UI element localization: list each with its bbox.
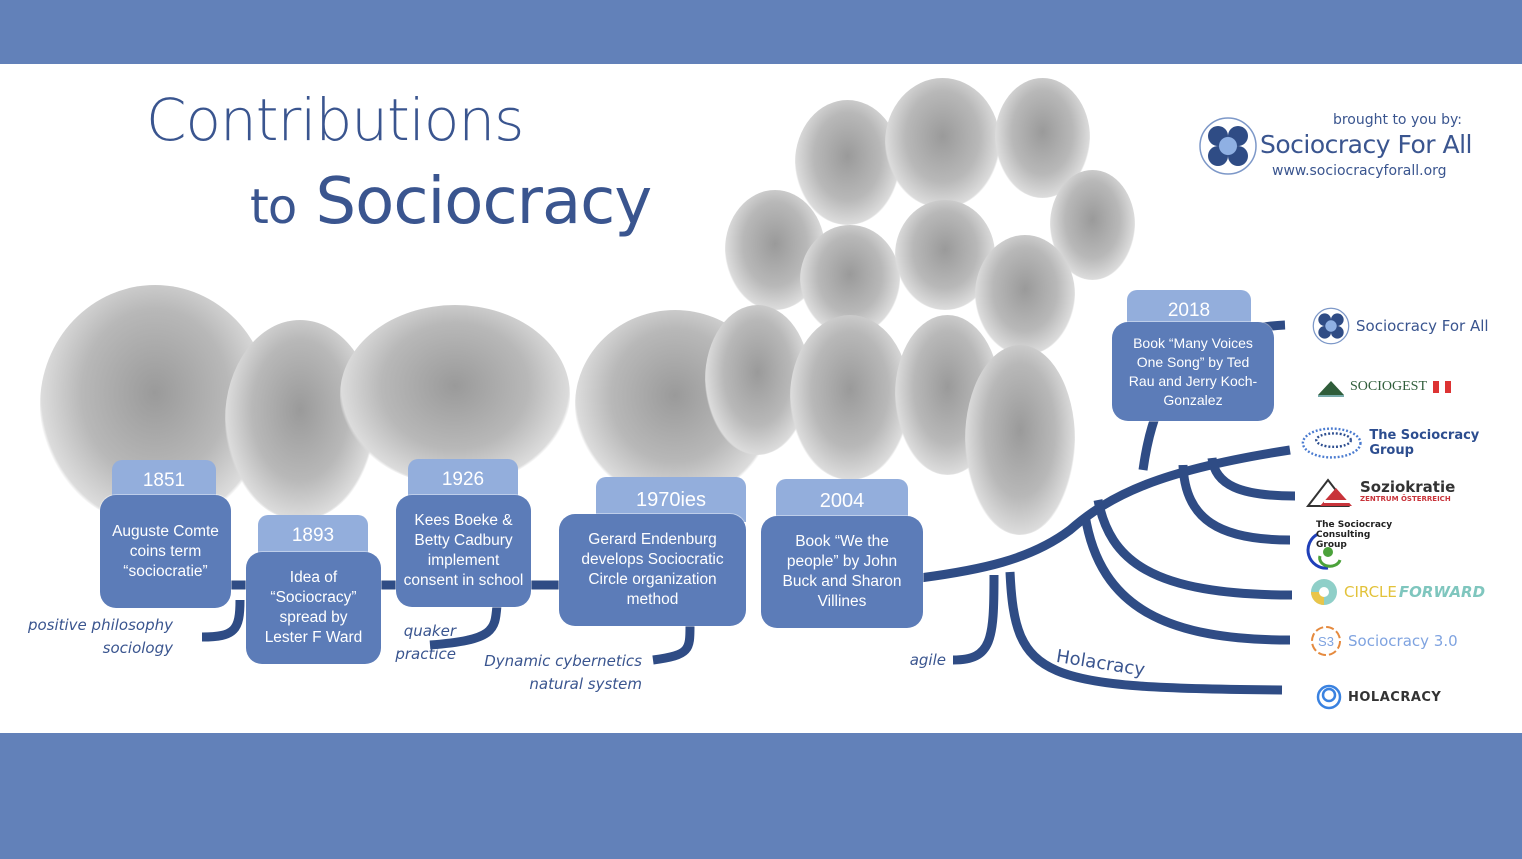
- holacracy-logo-icon: [1316, 684, 1342, 710]
- org-name: Soziokratie: [1360, 478, 1456, 496]
- event-box-1926: Kees Boeke & Betty Cadbury implement con…: [396, 495, 531, 607]
- event-box-1851: Auguste Comte coins term “sociocratie”: [100, 495, 231, 608]
- svg-text:S3: S3: [1318, 634, 1334, 649]
- influence-label-1926: quaker practice: [380, 620, 456, 666]
- event-text-2018: Book “Many Voices One Song” by Ted Rau a…: [1128, 334, 1258, 408]
- org-soziokratie-zentrum[interactable]: Soziokratie ZENTRUM ÖSTERREICH: [1306, 476, 1455, 510]
- influence-practice: practice: [395, 645, 456, 663]
- org-name: HOLACRACY: [1348, 689, 1442, 705]
- top-band: [0, 0, 1522, 64]
- org-name-2: FORWARD: [1398, 583, 1486, 601]
- event-box-2004: Book “We the people” by John Buck and Sh…: [761, 516, 923, 628]
- portrait-boeke-cadbury: [340, 305, 570, 485]
- org-sociocracy-for-all[interactable]: Sociocracy For All: [1312, 307, 1489, 345]
- org-sociogest[interactable]: SOCIOGEST: [1318, 377, 1452, 397]
- title-prefix: to: [250, 179, 297, 235]
- circle-forward-logo-icon: [1311, 579, 1337, 605]
- brand-block: brought to you by: Sociocracy For All ww…: [1196, 110, 1476, 190]
- soziokratie-logo-icon: [1306, 478, 1352, 507]
- portrait-8: [975, 235, 1075, 355]
- brand-url[interactable]: www.sociocracyforall.org: [1272, 163, 1447, 179]
- influence-quaker: quaker: [403, 622, 456, 640]
- consulting-group-logo-icon: [1306, 532, 1342, 570]
- page-title-line1: Contributions: [146, 86, 524, 154]
- title-main: Sociocracy: [315, 165, 653, 239]
- org-name: The Sociocracy Consulting Group: [1316, 520, 1393, 550]
- influence-natural-system: natural system: [529, 675, 642, 693]
- event-text-1851: Auguste Comte coins term “sociocratie”: [112, 522, 219, 580]
- event-box-1893: Idea of “Sociocracy” spread by Lester F …: [246, 552, 381, 664]
- event-text-1926: Kees Boeke & Betty Cadbury implement con…: [403, 512, 524, 589]
- influence-label-1970ies: Dynamic cybernetics natural system: [470, 650, 642, 696]
- page-title-line2: to Sociocracy: [250, 165, 653, 239]
- flower-circle-icon: [1199, 117, 1257, 175]
- influence-label-1851: positive philosophy sociology: [10, 614, 173, 660]
- org-sociocracy-consulting-group[interactable]: The Sociocracy Consulting Group: [1306, 520, 1432, 570]
- brought-by-label: brought to you by:: [1332, 112, 1462, 128]
- org-name: SOCIOGEST: [1350, 379, 1428, 394]
- org-name: Sociocracy 3.0: [1348, 632, 1458, 650]
- org-sociocracy-group[interactable]: The Sociocracy Group: [1300, 424, 1522, 462]
- org-name: The Sociocracy Group: [1369, 428, 1480, 458]
- influence-label-agile: agile: [909, 651, 946, 669]
- sociocracy-group-logo-icon: [1301, 427, 1362, 459]
- event-text-1893: Idea of “Sociocracy” spread by Lester F …: [264, 569, 363, 646]
- org-subname: ZENTRUM ÖSTERREICH: [1360, 495, 1451, 503]
- portrait-10: [790, 315, 910, 480]
- influence-sociology: sociology: [102, 639, 173, 657]
- influence-positive-philosophy: positive philosophy: [27, 616, 173, 634]
- event-box-2018: Book “Many Voices One Song” by Ted Rau a…: [1112, 322, 1274, 421]
- org-holacracy[interactable]: HOLACRACY: [1316, 684, 1441, 710]
- s3-logo-icon: S3: [1311, 626, 1341, 656]
- event-text-1970ies: Gerard Endenburg develops Sociocratic Ci…: [581, 531, 724, 608]
- brand-name: Sociocracy For All: [1260, 130, 1472, 159]
- flags-icon: [1433, 381, 1452, 393]
- org-name: CIRCLE: [1344, 583, 1397, 601]
- portrait-3: [885, 78, 1000, 208]
- portrait-2: [795, 100, 900, 225]
- sociogest-logo-icon: [1318, 381, 1344, 397]
- influence-dynamic-cybernetics: Dynamic cybernetics: [484, 652, 642, 670]
- bottom-band: [0, 733, 1522, 859]
- sfa-logo-icon: [1312, 307, 1350, 345]
- event-box-1970ies: Gerard Endenburg develops Sociocratic Ci…: [559, 514, 746, 626]
- org-sociocracy-3[interactable]: S3 Sociocracy 3.0: [1310, 625, 1458, 657]
- org-name-block: Soziokratie ZENTRUM ÖSTERREICH: [1360, 478, 1456, 505]
- org-name: Sociocracy For All: [1356, 317, 1489, 335]
- portrait-12: [965, 345, 1075, 535]
- event-text-2004: Book “We the people” by John Buck and Sh…: [782, 533, 902, 610]
